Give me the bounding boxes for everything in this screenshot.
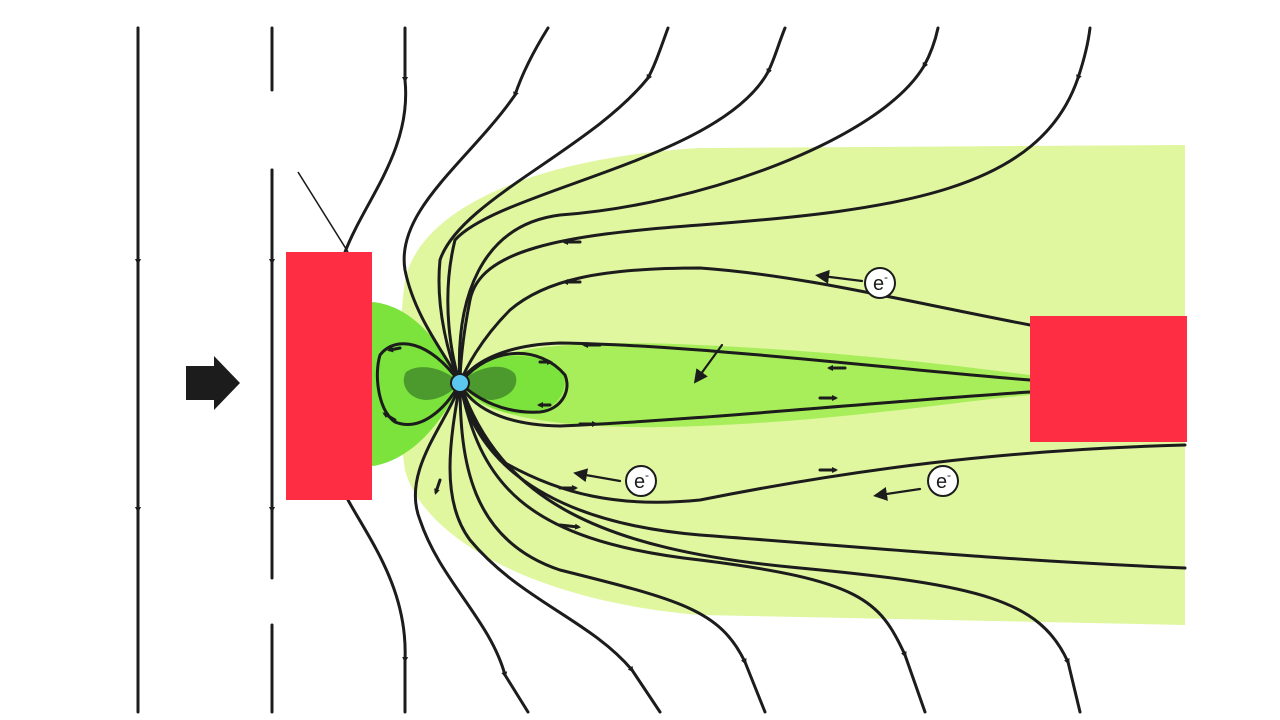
electron-label-sup: - — [884, 270, 888, 284]
core-region — [403, 366, 517, 400]
drift-arrow — [815, 269, 864, 284]
drift-arrow — [873, 487, 922, 501]
field-line — [448, 381, 634, 673]
left-block — [286, 252, 372, 500]
reconnection-line — [297, 171, 349, 253]
field-line — [458, 381, 1070, 665]
field-line — [346, 498, 409, 663]
field-line — [458, 352, 569, 414]
field-line — [458, 266, 1032, 385]
field-line — [457, 64, 926, 385]
field-line — [458, 381, 747, 665]
electron-label: e - — [864, 267, 896, 299]
field-line-arrow — [434, 478, 442, 495]
circled-e-minus-icon — [864, 267, 896, 299]
drift-arrow — [693, 343, 724, 384]
field-line — [1066, 660, 1082, 714]
tail-region — [460, 343, 1030, 428]
field-line — [1076, 26, 1092, 81]
planet-dot-icon — [450, 373, 470, 393]
field-line — [402, 93, 517, 385]
field-line — [446, 70, 770, 385]
electron-label-base: e — [634, 471, 645, 493]
electron-label-base: e — [873, 273, 884, 295]
electron-label: e - — [625, 465, 657, 497]
electron-label-sup: - — [947, 468, 951, 482]
field-line — [503, 673, 530, 714]
field-line — [766, 26, 787, 75]
electron-label-sup: - — [645, 468, 649, 482]
circled-e-minus-icon — [625, 465, 657, 497]
field-line — [458, 381, 1187, 570]
field-line — [743, 660, 767, 714]
field-line — [343, 78, 408, 254]
field-line — [513, 26, 550, 98]
circled-e-minus-icon — [927, 465, 959, 497]
field-line — [630, 668, 662, 714]
field-line — [922, 26, 940, 69]
field-line-arrow — [382, 412, 397, 422]
field-line — [458, 381, 907, 658]
field-line — [458, 381, 1032, 428]
right-block — [1030, 316, 1187, 442]
field-line — [458, 381, 1187, 504]
field-line — [903, 653, 927, 714]
field-line-arrow — [387, 346, 402, 353]
field-line — [413, 381, 508, 678]
field-line-arrow — [558, 523, 581, 530]
field-line — [458, 76, 1080, 385]
electron-label: e - — [927, 465, 959, 497]
field-line — [437, 76, 650, 385]
field-line — [646, 26, 670, 81]
electron-label-base: e — [936, 471, 947, 493]
right-arrow-icon — [186, 356, 240, 410]
drift-arrow — [573, 468, 622, 483]
field-line — [375, 342, 462, 426]
